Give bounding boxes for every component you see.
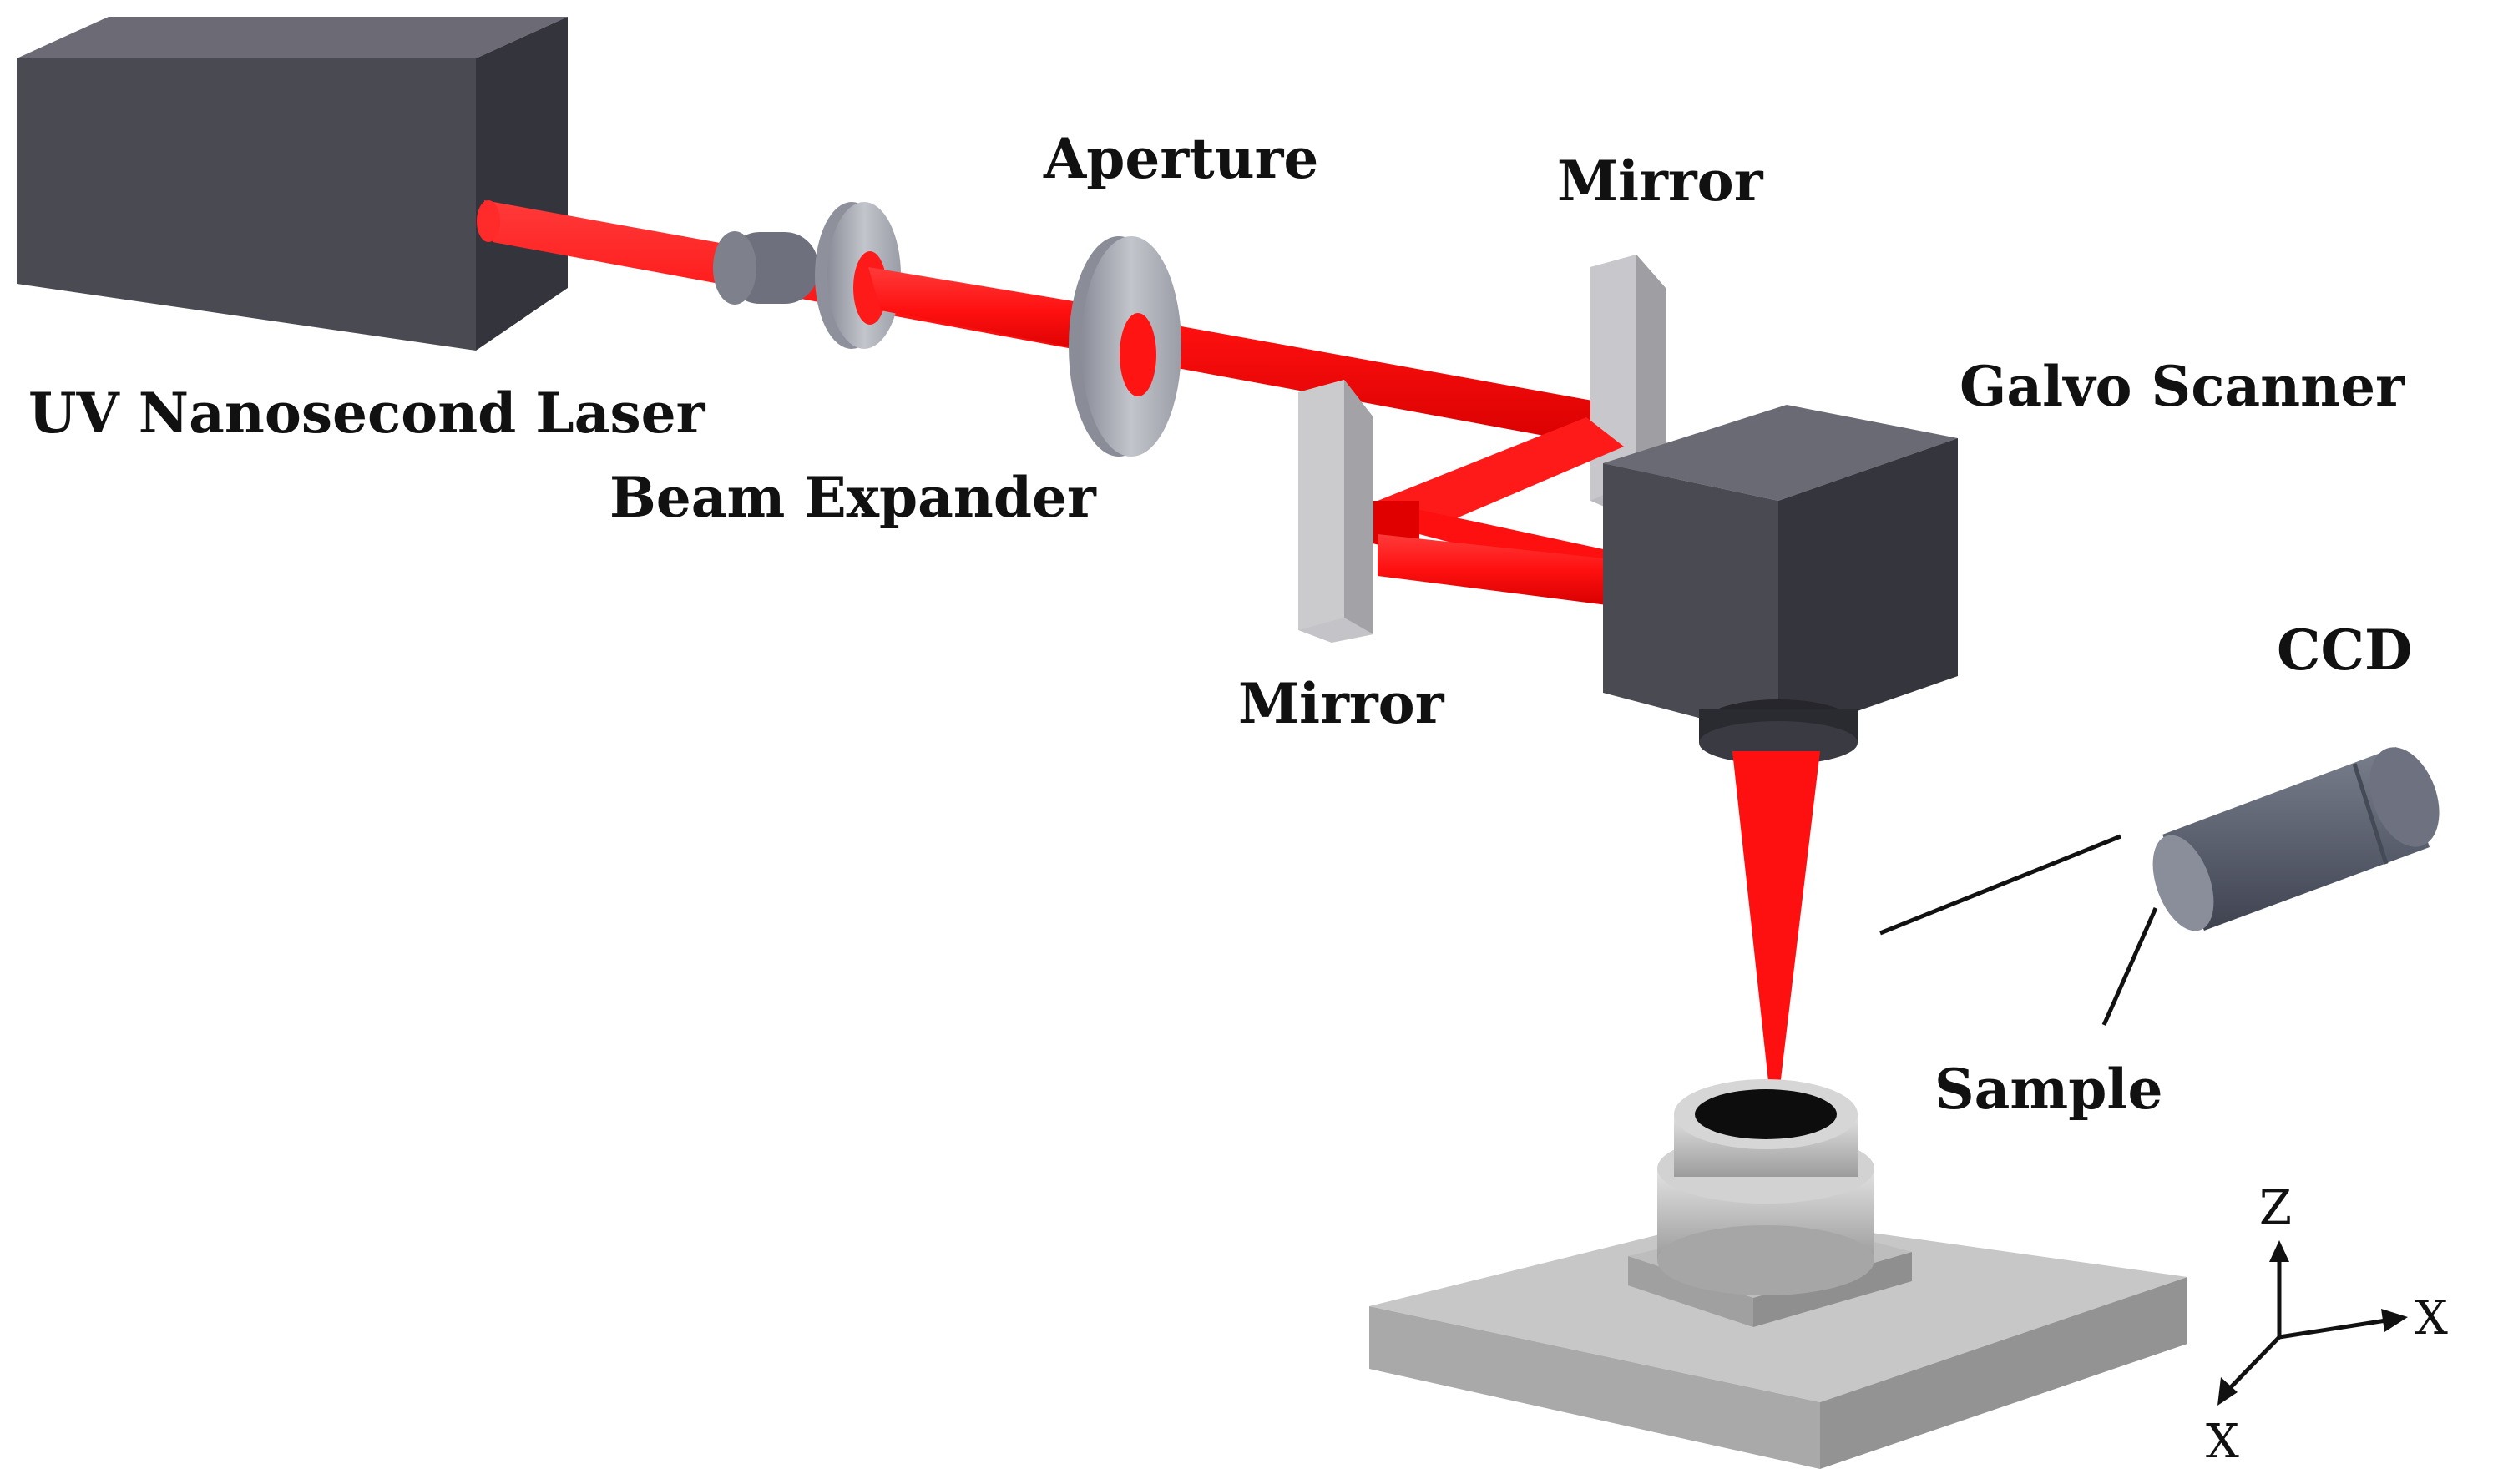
axis-label-x-right: X [2415, 1291, 2448, 1345]
aperture-disk [1069, 236, 1181, 457]
axis-label-x-diag: X [2206, 1415, 2239, 1469]
x-axis-line [2278, 1318, 2387, 1340]
focused-beam [1732, 751, 1820, 1135]
leader-line-sample [2101, 906, 2158, 1027]
leader-line-ccd [1879, 834, 2121, 936]
x-diag-axis-arrow [2217, 1377, 2238, 1406]
x-axis-arrow [2381, 1309, 2408, 1332]
label-ccd: CCD [2277, 618, 2413, 683]
sample-holder [1657, 1079, 1874, 1295]
ccd-camera [2152, 747, 2440, 931]
label-sample: Sample [1934, 1057, 2163, 1122]
label-aperture: Aperture [1044, 126, 1319, 191]
z-axis-arrow [2269, 1240, 2289, 1262]
beam-to-galvo [1378, 534, 1611, 605]
axes-triad [2217, 1240, 2408, 1406]
label-beam-expander: Beam Expander [609, 465, 1096, 530]
laser-housing [17, 17, 568, 351]
axis-label-z: Z [2259, 1181, 2292, 1235]
label-galvo-scanner: Galvo Scanner [1960, 354, 2405, 419]
galvo-scanner [1603, 405, 1958, 765]
beam-segment-expanded [868, 267, 1119, 355]
label-mirror-top: Mirror [1557, 149, 1763, 214]
label-mirror-bottom: Mirror [1238, 671, 1444, 736]
label-laser: UV Nanosecond Laser [28, 381, 705, 446]
x-diag-axis-line [2228, 1335, 2281, 1391]
mirror-bottom [1298, 380, 1373, 643]
